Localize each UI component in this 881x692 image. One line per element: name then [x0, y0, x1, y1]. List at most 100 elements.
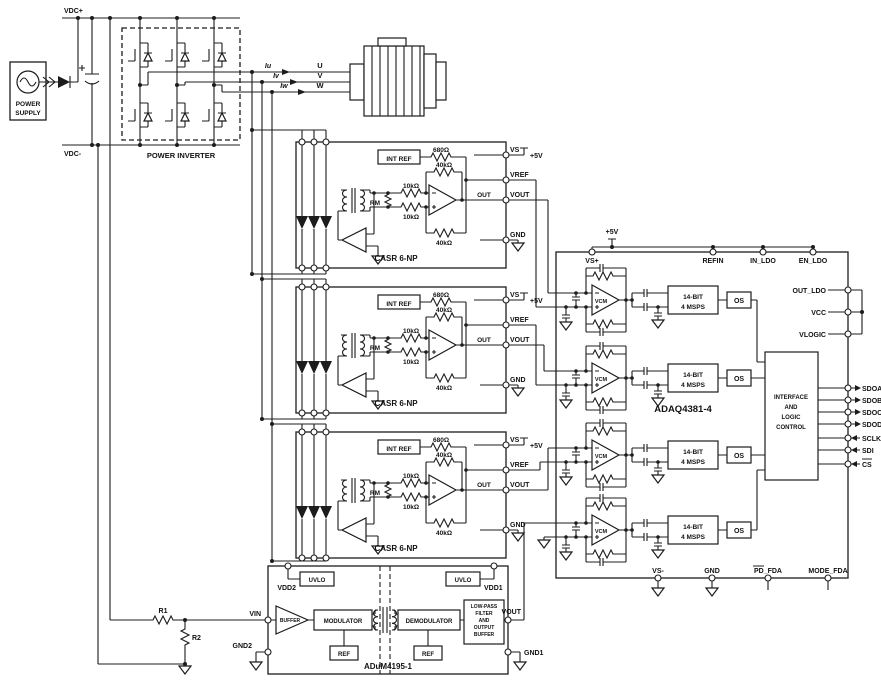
int-ref-label: INT REF — [386, 301, 411, 308]
resistor-680-label: 680Ω — [433, 437, 449, 444]
pin-outldo-label: OUT_LDO — [793, 288, 827, 295]
lpf-label-5: BUFFER — [474, 632, 495, 638]
modulator-box — [313, 609, 373, 631]
r1-label: R1 — [159, 608, 168, 615]
out-label: OUT — [477, 482, 491, 489]
pin-gnd-label: GND — [704, 568, 720, 575]
pin-vlogic-label: VLOGIC — [799, 332, 826, 339]
interface-logic-control: INTERFACE AND LOGIC CONTROL — [751, 299, 819, 531]
motor-icon — [349, 37, 447, 117]
phase-v-label: V — [317, 71, 322, 80]
power-supply-label-1: POWER — [16, 101, 41, 108]
pin-sdod-label: SDOD — [862, 422, 881, 429]
os-label: OS — [734, 453, 744, 460]
ground-icon — [705, 587, 719, 597]
ground-icon — [537, 539, 551, 549]
pin-sdi-label: SDI — [862, 448, 874, 455]
pin-sdoa-label: SDOA — [862, 386, 881, 393]
buffer-label: BUFFER — [280, 618, 301, 624]
pin-gnd-label: GND — [510, 232, 526, 239]
int-ref-label: INT REF — [386, 156, 411, 163]
uvlo-left-box — [299, 571, 335, 587]
pin-cs-label: CS — [862, 462, 872, 469]
casr-name: CASR 6-NP — [374, 544, 418, 553]
resistor-680-label: 680Ω — [433, 292, 449, 299]
demodulator-box — [397, 609, 461, 631]
lpf-label-1: LOW-PASS — [471, 604, 498, 610]
pin-modefda-label: MODE_FDA — [808, 568, 847, 575]
pin-refin-label: REFIN — [703, 258, 724, 265]
ref-right-box — [413, 645, 443, 661]
pin-sdoc-label: SDOC — [862, 410, 881, 417]
resistor-40k-label: 40kΩ — [436, 452, 452, 459]
interface-label-3: LOGIC — [782, 415, 802, 421]
ref-right-label: REF — [422, 652, 434, 658]
resistor-10k-label: 10kΩ — [403, 183, 419, 190]
resistor-40k-label: 40kΩ — [436, 307, 452, 314]
current-w-label: Iw — [280, 83, 288, 90]
pin-vref-label: VREF — [510, 317, 529, 324]
voltage-divider: R1 R2 — [98, 608, 265, 675]
rm-label: RM — [370, 200, 380, 207]
pin-pdfda-label: PD_FDA — [754, 568, 782, 575]
ground-icon — [511, 242, 525, 252]
ground-icon — [513, 661, 527, 671]
interface-box — [764, 351, 819, 481]
adc-label-2: 4 MSPS — [681, 304, 706, 311]
adc-channel-3 — [556, 419, 751, 491]
int-ref-label: INT REF — [386, 446, 411, 453]
igbt-switch — [127, 98, 153, 132]
power-supply-box — [9, 61, 47, 121]
vcm-label: VCM — [595, 377, 608, 383]
adc-channel-2-labels: VCM 14-BIT 4 MSPS OS — [595, 372, 744, 389]
phase-u-label: U — [317, 61, 322, 70]
adaq4381-module: VCM 14-BIT 4 MSPS OS VCM 14-BIT 4 MSPS O… — [555, 229, 881, 597]
plus5v-label: +5V — [606, 229, 619, 236]
pin-vs-label: VS — [510, 292, 520, 299]
pin-vsplus-label: VS+ — [585, 258, 598, 265]
pin-vs-label: VS — [510, 437, 520, 444]
pin-vref-label: VREF — [510, 462, 529, 469]
resistor-40k-label: 40kΩ — [436, 162, 452, 169]
resistor-10k-label: 10kΩ — [403, 214, 419, 221]
pin-sdob-label: SDOB — [862, 398, 881, 405]
pin-sclk-label: SCLK — [862, 436, 881, 443]
pin-vout-label: VOUT — [502, 609, 522, 616]
pin-vin-label: VIN — [249, 611, 261, 618]
igbt-switch — [164, 38, 190, 72]
casr-name: CASR 6-NP — [374, 399, 418, 408]
igbt-switch — [164, 98, 190, 132]
casr-block-3-labels: INT REF 680Ω 10kΩ 10kΩ 40kΩ 40kΩ RM OUT … — [370, 437, 543, 553]
pin-vout-label: VOUT — [510, 337, 530, 344]
ground-icon — [511, 387, 525, 397]
adc-channel-3-labels: VCM 14-BIT 4 MSPS OS — [595, 449, 744, 466]
adc-label-1: 14-BIT — [683, 372, 703, 379]
demodulator-label: DEMODULATOR — [406, 619, 453, 625]
resistor-40k-label: 40kΩ — [436, 240, 452, 247]
power-supply: POWER SUPPLY — [9, 61, 47, 121]
ground-icon — [249, 661, 263, 671]
adum-name: ADuM4195-1 — [364, 662, 413, 671]
ground-icon — [178, 665, 192, 675]
pin-vdd1-label: VDD1 — [484, 585, 503, 592]
casr-name: CASR 6-NP — [374, 254, 418, 263]
lpf-label-3: AND — [479, 618, 490, 624]
plus5v-label: +5V — [530, 443, 543, 450]
pin-vdd2-label: VDD2 — [277, 585, 296, 592]
inverter-outline — [121, 27, 241, 141]
adc-label-2: 4 MSPS — [681, 459, 706, 466]
adc-label-1: 14-BIT — [683, 524, 703, 531]
uvlo-right-label: UVLO — [455, 578, 472, 584]
current-u-label: Iu — [265, 63, 272, 70]
vcm-label: VCM — [595, 529, 608, 535]
resistor-40k-label: 40kΩ — [436, 385, 452, 392]
pin-vs-label: VS — [510, 147, 520, 154]
out-label: OUT — [477, 192, 491, 199]
out-label: OUT — [477, 337, 491, 344]
phase-wires: Iu Iv Iw U V W — [148, 61, 350, 563]
signal-routing-wires — [509, 147, 556, 621]
interface-label-4: CONTROL — [776, 425, 806, 431]
pin-gnd2-label: GND2 — [233, 643, 253, 650]
